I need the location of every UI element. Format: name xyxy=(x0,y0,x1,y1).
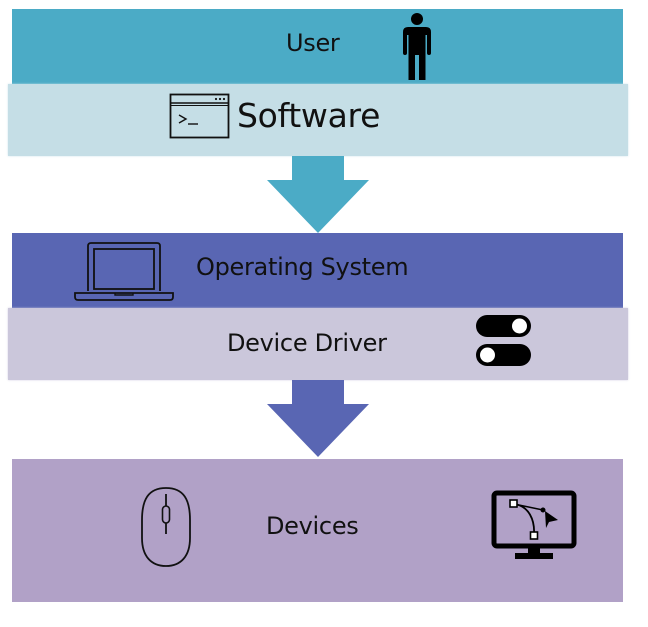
down-arrow-driver-to-devices xyxy=(265,380,371,458)
software-layer xyxy=(8,84,628,156)
user-layer-label: User xyxy=(286,29,340,57)
down-arrow-software-to-os xyxy=(265,156,371,234)
monitor-vector-icon xyxy=(491,490,577,561)
user-layer xyxy=(12,9,623,85)
device-driver-layer-label: Device Driver xyxy=(227,329,387,357)
software-layer-label: Software xyxy=(237,96,381,135)
person-icon xyxy=(400,12,434,82)
laptop-icon xyxy=(73,241,175,303)
mouse-icon xyxy=(139,486,193,568)
devices-layer xyxy=(12,459,623,602)
operating-system-layer-label: Operating System xyxy=(196,253,409,281)
devices-layer-label: Devices xyxy=(266,512,359,540)
operating-system-layer xyxy=(12,233,623,309)
toggle-switches-icon xyxy=(475,313,533,368)
terminal-window-icon xyxy=(169,93,231,140)
